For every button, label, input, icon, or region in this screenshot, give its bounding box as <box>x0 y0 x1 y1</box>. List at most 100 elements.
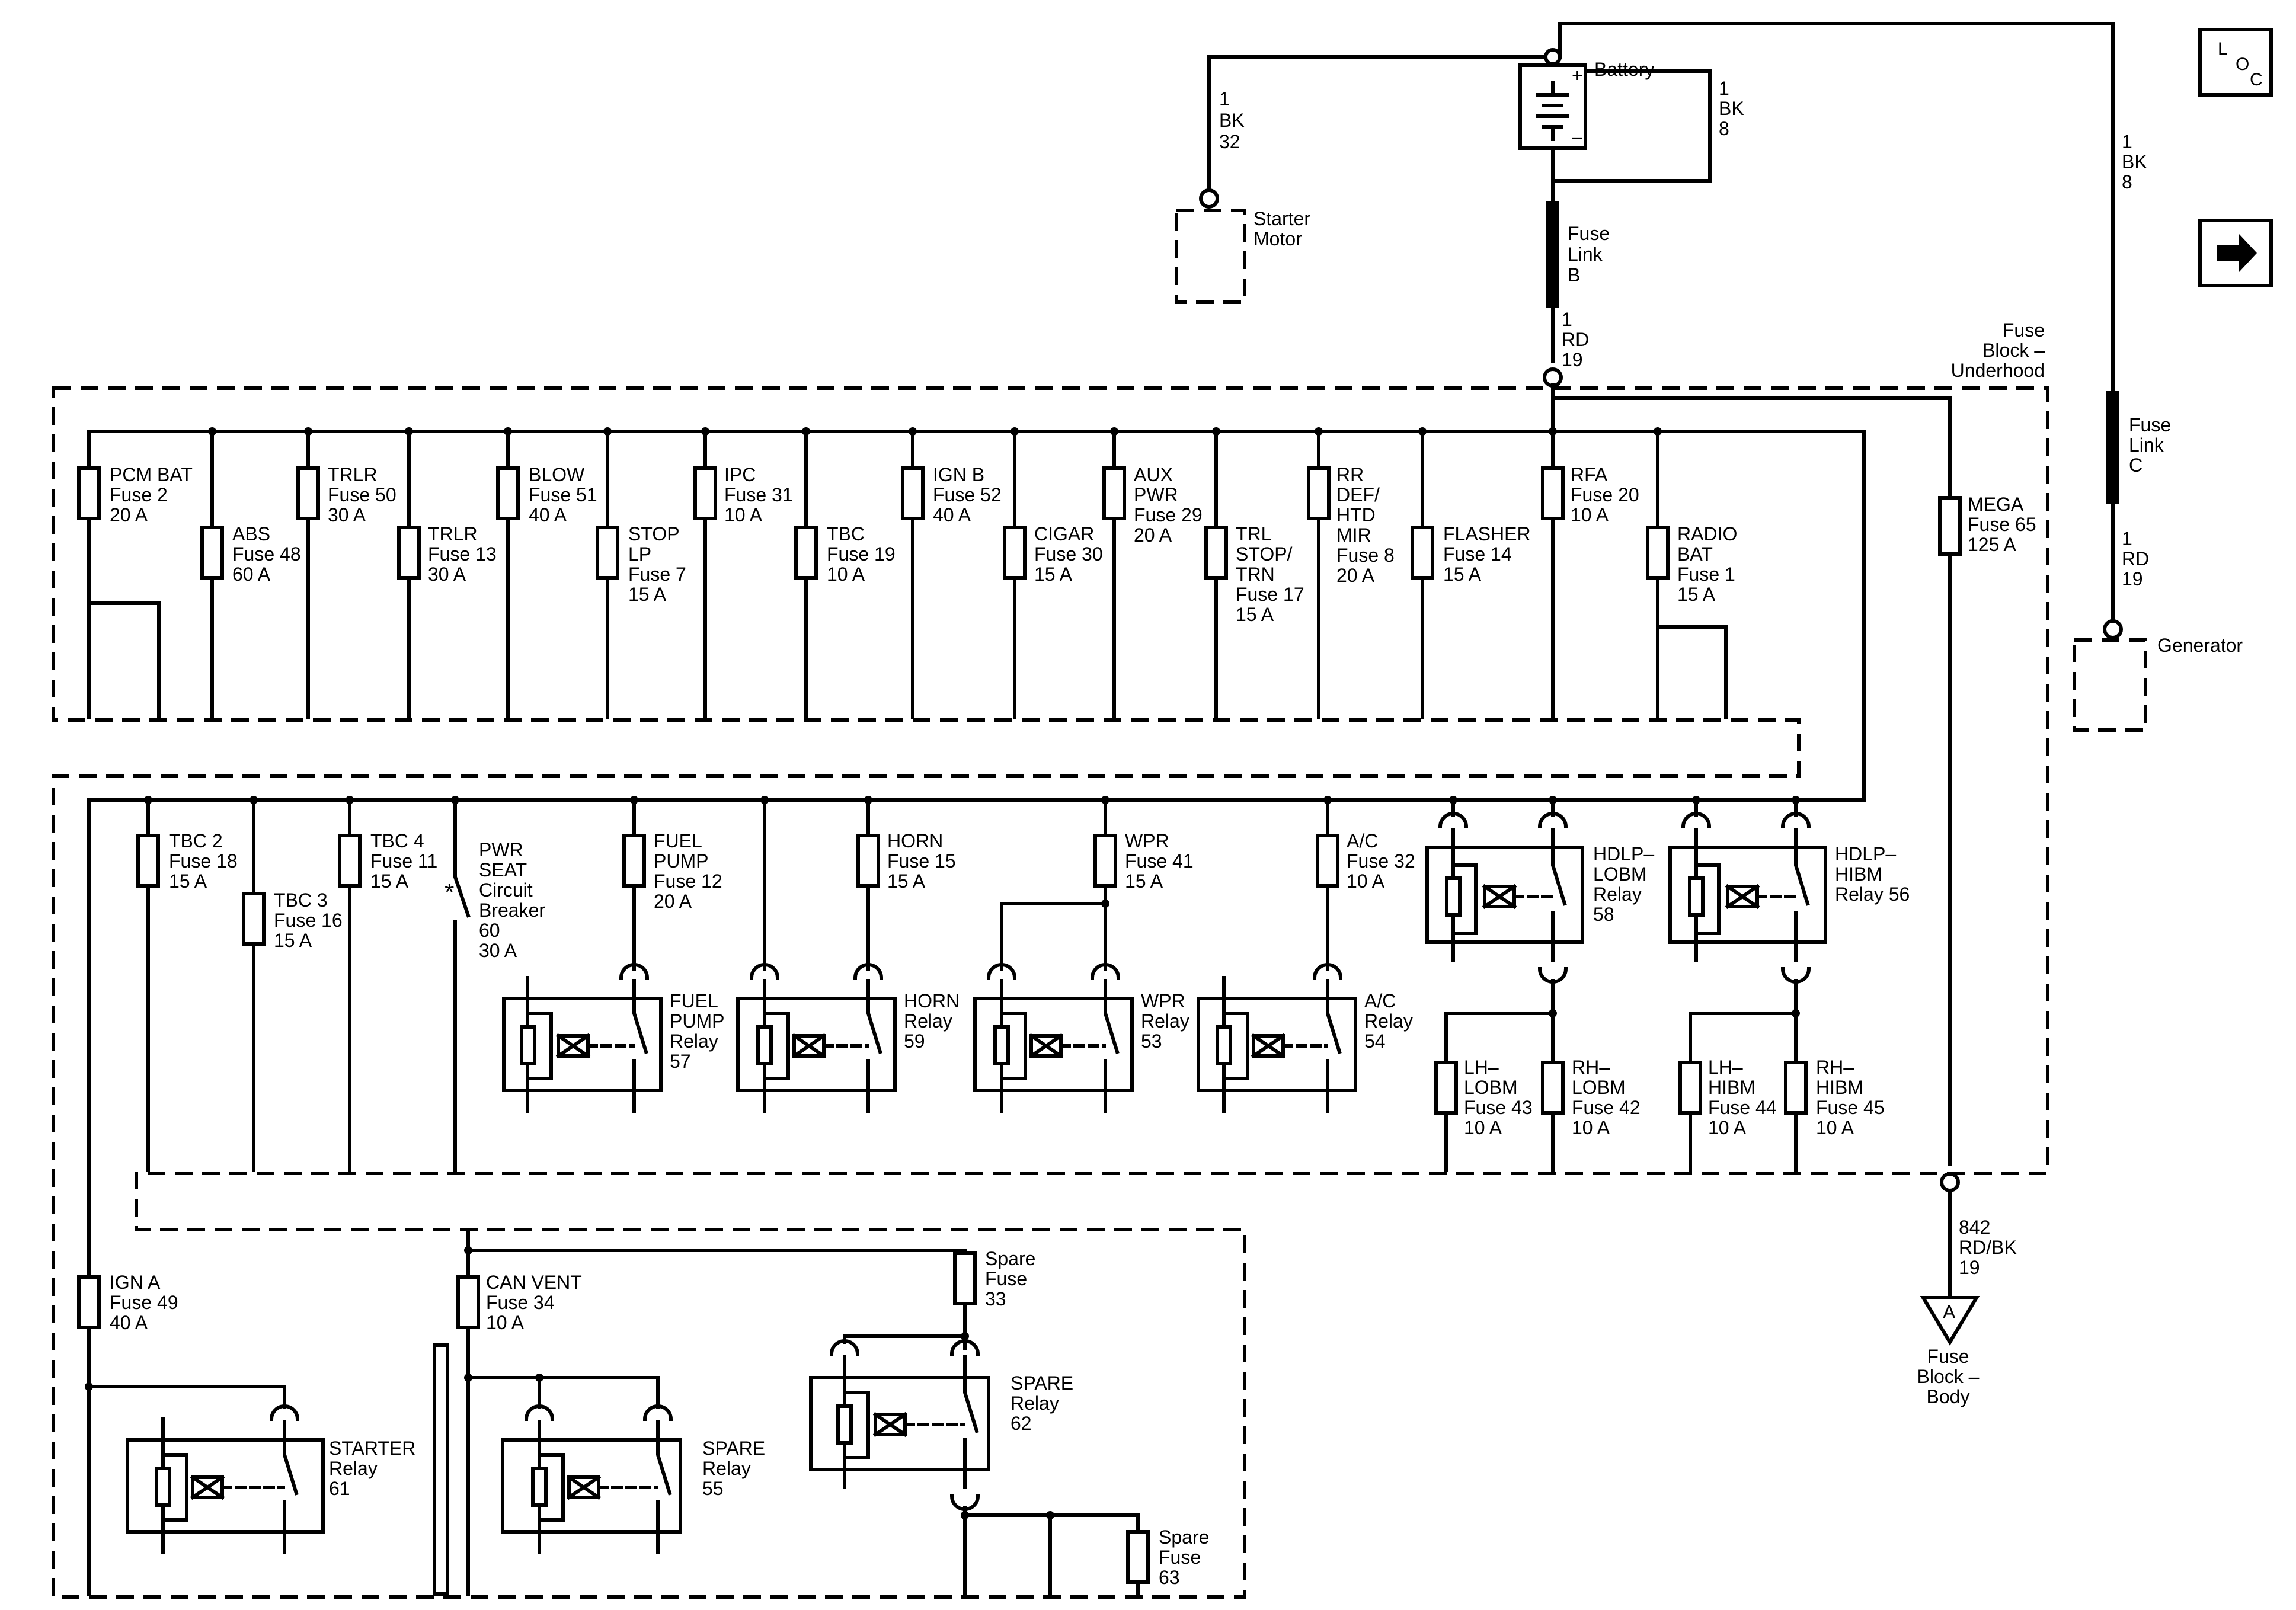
svg-text:33: 33 <box>985 1288 1006 1310</box>
svg-text:Fuse 29: Fuse 29 <box>1134 504 1203 526</box>
fuse-tbc4: TBC 4 Fuse 11 15 A <box>338 796 437 1172</box>
svg-text:15 A: 15 A <box>274 930 312 951</box>
svg-text:HORN: HORN <box>904 990 960 1012</box>
fuse-lh-lobm: LH– LOBM Fuse 43 10 A <box>1434 1057 1533 1138</box>
svg-text:HIBM: HIBM <box>1816 1077 1863 1098</box>
svg-text:LH–: LH– <box>1708 1057 1743 1078</box>
svg-text:Fuse 49: Fuse 49 <box>110 1292 178 1313</box>
svg-text:FLASHER: FLASHER <box>1443 523 1531 545</box>
can-vent-connector <box>433 1343 449 1596</box>
svg-text:Relay: Relay <box>1364 1010 1413 1032</box>
svg-text:Fuse 12: Fuse 12 <box>654 870 722 892</box>
svg-text:Fuse 7: Fuse 7 <box>628 564 686 585</box>
relay-spare-62: SPARE Relay 62 <box>809 1339 1073 1511</box>
svg-text:RFA: RFA <box>1571 464 1608 485</box>
fuse-tbc3: TBC 3 Fuse 16 15 A <box>242 796 343 1172</box>
fuse-rfa: RFA Fuse 20 10 A <box>1541 427 1639 719</box>
svg-text:Relay: Relay <box>1593 884 1642 905</box>
svg-text:40 A: 40 A <box>529 504 567 526</box>
wire-label-generator-top: 1 BK 8 <box>2122 131 2147 193</box>
svg-text:30 A: 30 A <box>428 564 466 585</box>
svg-text:15 A: 15 A <box>1443 564 1482 585</box>
svg-text:55: 55 <box>702 1478 724 1499</box>
wire-label-body-feed: 842 RD/BK 19 <box>1959 1217 2017 1278</box>
fuse-spare-33: Spare Fuse 33 <box>953 1248 1035 1310</box>
svg-text:PUMP: PUMP <box>654 850 708 872</box>
wire-label-starter: 1 BK 32 <box>1219 88 1245 152</box>
fuse-block-underhood-label: Fuse Block – Underhood <box>1951 319 2045 381</box>
svg-text:LP: LP <box>628 543 651 565</box>
svg-text:MEGA: MEGA <box>1968 494 2024 515</box>
svg-text:Relay: Relay <box>702 1458 751 1479</box>
fuse-trlr-50: TRLR Fuse 50 30 A <box>296 427 396 719</box>
svg-text:TBC: TBC <box>827 523 865 545</box>
svg-text:MIR: MIR <box>1336 524 1371 546</box>
svg-text:Relay: Relay <box>329 1458 378 1479</box>
fuse-ac: A/C Fuse 32 10 A <box>1316 796 1415 971</box>
svg-text:O: O <box>2236 55 2249 74</box>
svg-text:SEAT: SEAT <box>479 859 527 881</box>
lobm-branch <box>1444 979 1555 1172</box>
right-arrow-icon[interactable] <box>2198 219 2273 287</box>
fuse-pcm-bat: PCM BAT Fuse 2 20 A <box>77 430 193 719</box>
fuse-rr-def: RR DEF/ HTD MIR Fuse 8 20 A <box>1307 427 1395 719</box>
fuse-abs: ABS Fuse 48 60 A <box>200 427 301 719</box>
fuse-stop-lp: STOP LP Fuse 7 15 A <box>596 427 686 719</box>
svg-text:BK: BK <box>1219 110 1245 131</box>
svg-text:AUX: AUX <box>1134 464 1173 485</box>
fuse-tbc-19: TBC Fuse 19 10 A <box>794 427 896 719</box>
svg-text:RADIO: RADIO <box>1677 523 1737 545</box>
body-output-terminal <box>1940 1172 1960 1192</box>
svg-text:IGN B: IGN B <box>933 464 984 485</box>
svg-text:Fuse 43: Fuse 43 <box>1464 1097 1533 1118</box>
location-icon[interactable]: L O C <box>2198 28 2273 97</box>
svg-text:FUEL: FUEL <box>670 990 718 1012</box>
wire-label-fuse-block-feed: 1 RD 19 <box>1562 309 1589 370</box>
svg-text:LOBM: LOBM <box>1572 1077 1626 1098</box>
svg-text:STOP: STOP <box>628 523 680 545</box>
svg-text:Fuse: Fuse <box>2003 319 2045 341</box>
fuse-spare-63: Spare Fuse 63 <box>1126 1526 1209 1588</box>
svg-text:Fuse 52: Fuse 52 <box>933 484 1002 505</box>
svg-text:Fuse 41: Fuse 41 <box>1125 850 1194 872</box>
relay-ac: A/C Relay 54 <box>1197 963 1413 1113</box>
svg-text:Fuse 1: Fuse 1 <box>1677 564 1735 585</box>
svg-text:C: C <box>2250 70 2263 89</box>
svg-text:57: 57 <box>670 1051 691 1072</box>
svg-text:15 A: 15 A <box>1034 564 1073 585</box>
svg-text:RH–: RH– <box>1816 1057 1854 1078</box>
relay-hdlp-hibm: HDLP– HIBM Relay 56 <box>1668 796 1910 984</box>
svg-text:STARTER: STARTER <box>329 1438 415 1459</box>
svg-text:RD: RD <box>2122 548 2149 569</box>
fuse-ign-b: IGN B Fuse 52 40 A <box>901 427 1002 719</box>
svg-text:15 A: 15 A <box>628 584 667 605</box>
svg-text:Fuse 19: Fuse 19 <box>827 543 896 565</box>
svg-text:CIGAR: CIGAR <box>1034 523 1094 545</box>
fuse-ign-a: IGN A Fuse 49 40 A <box>77 1272 178 1333</box>
svg-text:Fuse: Fuse <box>1927 1346 1969 1367</box>
svg-text:PWR: PWR <box>1134 484 1178 505</box>
fuse-can-vent: CAN VENT Fuse 34 10 A <box>456 1272 582 1333</box>
svg-text:Motor: Motor <box>1253 228 1302 249</box>
svg-text:TRN: TRN <box>1236 564 1275 585</box>
fuse-rh-lobm: RH– LOBM Fuse 42 10 A <box>1541 1057 1641 1138</box>
svg-text:LOBM: LOBM <box>1464 1077 1518 1098</box>
svg-text:59: 59 <box>904 1030 925 1052</box>
fuse-blow: BLOW Fuse 51 40 A <box>496 427 597 719</box>
spare-62-output <box>963 1506 1140 1596</box>
svg-text:10 A: 10 A <box>1571 504 1609 526</box>
ign-a-trunk <box>87 798 286 1596</box>
svg-text:L: L <box>2218 39 2228 59</box>
svg-text:10 A: 10 A <box>1708 1117 1747 1138</box>
svg-text:LH–: LH– <box>1464 1057 1499 1078</box>
svg-text:Fuse 45: Fuse 45 <box>1816 1097 1885 1118</box>
svg-text:Fuse: Fuse <box>1568 223 1610 244</box>
fuse-flasher: FLASHER Fuse 14 15 A <box>1411 427 1531 719</box>
svg-text:DEF/: DEF/ <box>1336 484 1380 505</box>
svg-text:PWR: PWR <box>479 839 523 860</box>
relay-spare-55: SPARE Relay 55 <box>501 1404 765 1554</box>
svg-text:BAT: BAT <box>1677 543 1713 565</box>
svg-text:Fuse 32: Fuse 32 <box>1347 850 1415 872</box>
